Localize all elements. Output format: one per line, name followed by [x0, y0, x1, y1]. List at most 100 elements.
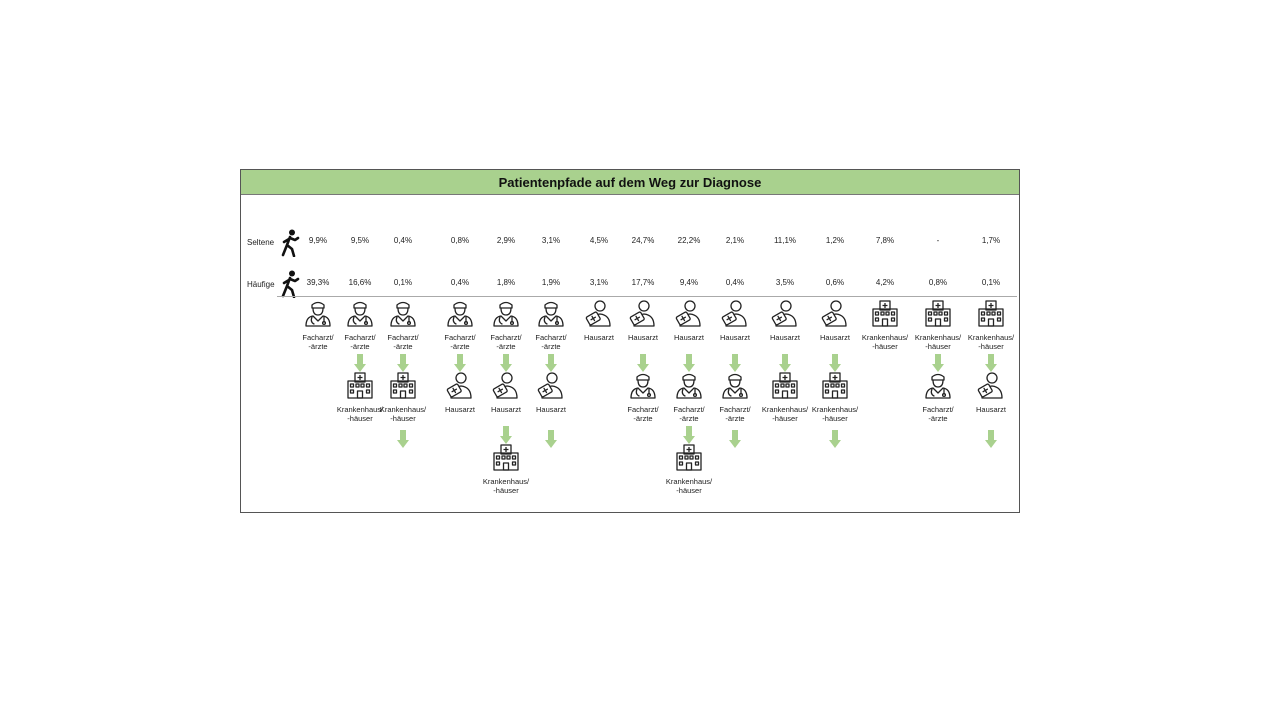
facharzt-label: Facharzt/ -ärzte — [719, 405, 751, 423]
common-percentage: 0,4% — [725, 278, 745, 287]
facharzt-icon — [720, 370, 750, 400]
facharzt-icon — [674, 370, 704, 400]
krankenhaus-icon — [923, 298, 953, 328]
down-arrow-icon — [829, 354, 841, 372]
common-percentage: 0,4% — [450, 278, 470, 287]
down-arrow-icon — [500, 354, 512, 372]
facharzt-label: Facharzt/ -ärzte — [627, 405, 659, 423]
facharzt-icon — [536, 298, 566, 328]
facharzt-label: Facharzt/ -ärzte — [344, 333, 376, 351]
krankenhaus-label: Krankenhaus/ -häuser — [379, 405, 427, 423]
facharzt-icon — [491, 298, 521, 328]
rare-percentage: 1,2% — [825, 236, 845, 245]
facharzt-icon — [345, 298, 375, 328]
rare-percentage: 4,5% — [589, 236, 609, 245]
hausarzt-icon — [770, 298, 800, 328]
hausarzt-icon — [536, 370, 566, 400]
hausarzt-label: Hausarzt — [444, 405, 475, 414]
common-percentage: 0,6% — [825, 278, 845, 287]
common-percentage: 0,8% — [928, 278, 948, 287]
down-arrow-icon — [985, 430, 997, 448]
common-percentage: 39,3% — [306, 278, 330, 287]
facharzt-icon — [923, 370, 953, 400]
krankenhaus-icon — [976, 298, 1006, 328]
krankenhaus-label: Krankenhaus/ -häuser — [914, 333, 962, 351]
hausarzt-icon — [584, 298, 614, 328]
krankenhaus-icon — [388, 370, 418, 400]
title-bar: Patientenpfade auf dem Weg zur Diagnose — [241, 170, 1019, 195]
hausarzt-icon — [720, 298, 750, 328]
rare-percentage: 22,2% — [677, 236, 701, 245]
hausarzt-label: Hausarzt — [673, 333, 704, 342]
hausarzt-label: Hausarzt — [583, 333, 614, 342]
krankenhaus-icon — [770, 370, 800, 400]
common-percentage: 0,1% — [981, 278, 1001, 287]
krankenhaus-label: Krankenhaus/ -häuser — [967, 333, 1015, 351]
krankenhaus-icon — [674, 442, 704, 472]
rare-percentage: 2,9% — [496, 236, 516, 245]
rare-percentage: 9,9% — [308, 236, 328, 245]
common-percentage: 16,6% — [348, 278, 372, 287]
row-label-common: Häufige — [247, 280, 275, 289]
down-arrow-icon — [637, 354, 649, 372]
krankenhaus-icon — [820, 370, 850, 400]
facharzt-label: Facharzt/ -ärzte — [302, 333, 334, 351]
krankenhaus-label: Krankenhaus/ -häuser — [482, 477, 530, 495]
common-percentage: 4,2% — [875, 278, 895, 287]
common-percentage: 3,5% — [775, 278, 795, 287]
down-arrow-icon — [729, 354, 741, 372]
down-arrow-icon — [985, 354, 997, 372]
walking-person-icon — [281, 229, 300, 257]
down-arrow-icon — [829, 430, 841, 448]
krankenhaus-label: Krankenhaus/ -häuser — [336, 405, 384, 423]
hausarzt-icon — [491, 370, 521, 400]
common-percentage: 3,1% — [589, 278, 609, 287]
rare-percentage: 24,7% — [631, 236, 655, 245]
facharzt-icon — [303, 298, 333, 328]
rare-percentage: 11,1% — [773, 236, 797, 245]
hausarzt-label: Hausarzt — [490, 405, 521, 414]
krankenhaus-label: Krankenhaus/ -häuser — [811, 405, 859, 423]
hausarzt-label: Hausarzt — [819, 333, 850, 342]
down-arrow-icon — [500, 426, 512, 444]
down-arrow-icon — [683, 426, 695, 444]
krankenhaus-icon — [491, 442, 521, 472]
rare-percentage: 7,8% — [875, 236, 895, 245]
facharzt-label: Facharzt/ -ärzte — [444, 333, 476, 351]
rare-percentage: 0,8% — [450, 236, 470, 245]
hausarzt-icon — [976, 370, 1006, 400]
down-arrow-icon — [779, 354, 791, 372]
hausarzt-label: Hausarzt — [719, 333, 750, 342]
row-label-rare: Seltene — [247, 238, 275, 247]
common-percentage: 17,7% — [631, 278, 655, 287]
walking-person-icon — [281, 270, 300, 298]
divider — [277, 296, 1017, 297]
facharzt-icon — [445, 298, 475, 328]
krankenhaus-label: Krankenhaus/ -häuser — [665, 477, 713, 495]
hausarzt-icon — [674, 298, 704, 328]
hausarzt-icon — [445, 370, 475, 400]
krankenhaus-label: Krankenhaus/ -häuser — [861, 333, 909, 351]
facharzt-label: Facharzt/ -ärzte — [490, 333, 522, 351]
down-arrow-icon — [354, 354, 366, 372]
facharzt-icon — [628, 370, 658, 400]
rare-percentage: 9,5% — [350, 236, 370, 245]
facharzt-label: Facharzt/ -ärzte — [922, 405, 954, 423]
rare-percentage: 1,7% — [981, 236, 1001, 245]
common-percentage: 1,9% — [541, 278, 561, 287]
facharzt-label: Facharzt/ -ärzte — [387, 333, 419, 351]
common-percentage: 1,8% — [496, 278, 516, 287]
krankenhaus-icon — [870, 298, 900, 328]
rare-percentage: 0,4% — [393, 236, 413, 245]
krankenhaus-icon — [345, 370, 375, 400]
hausarzt-icon — [820, 298, 850, 328]
down-arrow-icon — [454, 354, 466, 372]
down-arrow-icon — [397, 430, 409, 448]
down-arrow-icon — [397, 354, 409, 372]
common-percentage: 9,4% — [679, 278, 699, 287]
hausarzt-label: Hausarzt — [769, 333, 800, 342]
facharzt-label: Facharzt/ -ärzte — [673, 405, 705, 423]
down-arrow-icon — [683, 354, 695, 372]
rare-percentage: 3,1% — [541, 236, 561, 245]
hausarzt-label: Hausarzt — [535, 405, 566, 414]
